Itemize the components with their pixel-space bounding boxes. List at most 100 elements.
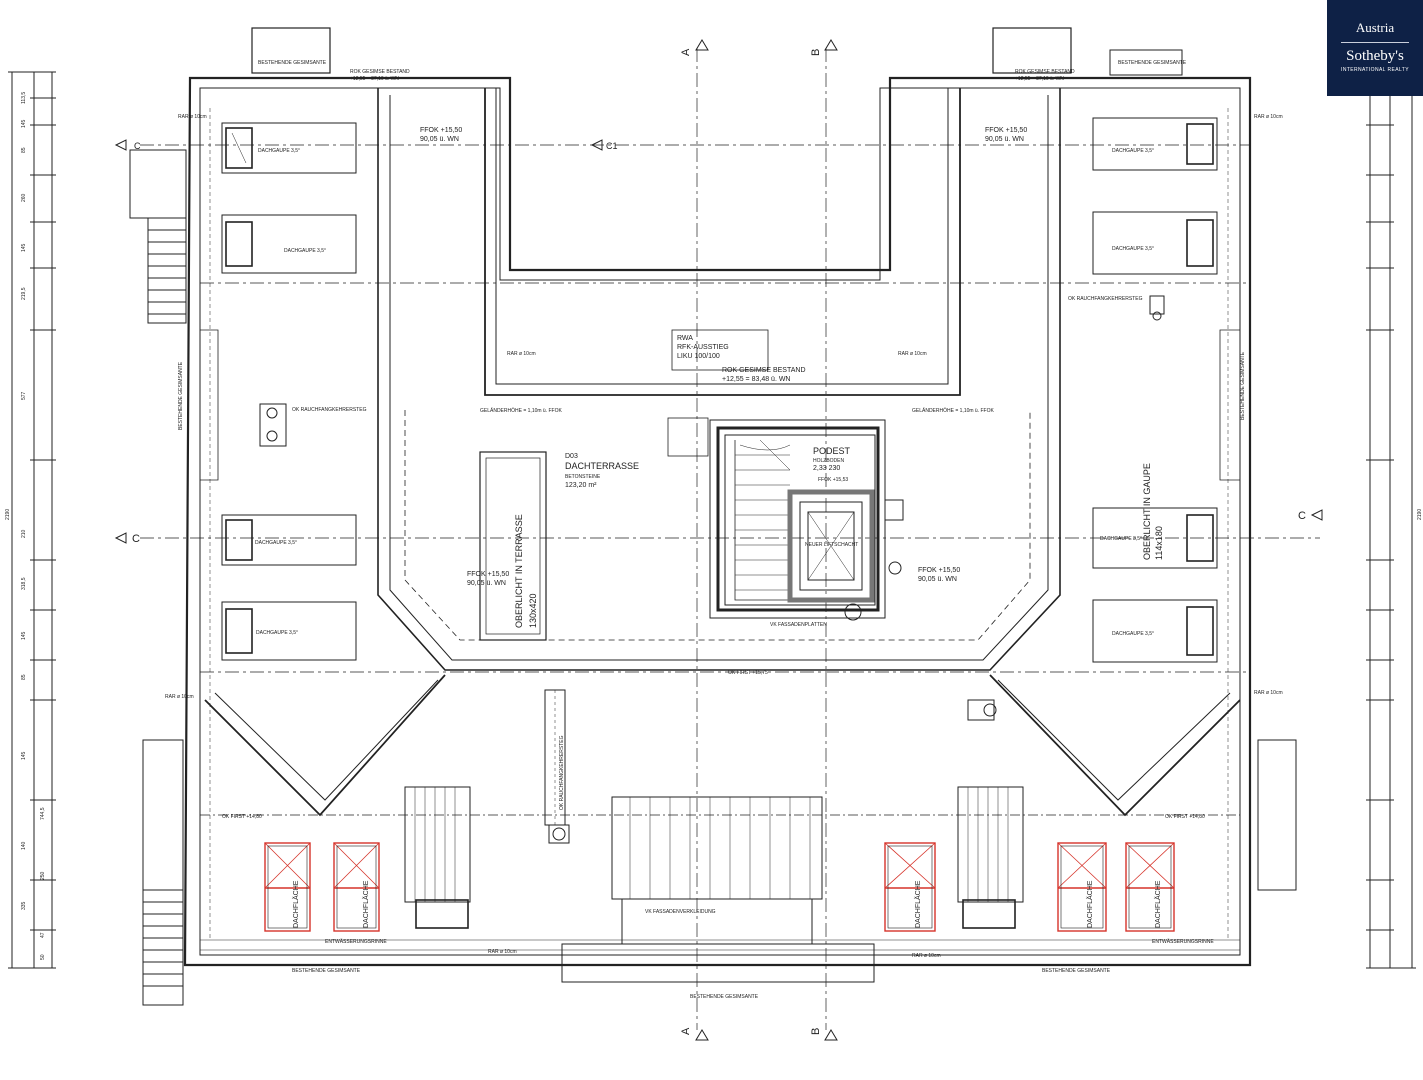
gelaender-right: GELÄNDERHÖHE = 1,10m ü. FFOK [912,407,994,414]
dormer-left-2 [221,214,357,274]
stair-core [709,419,886,619]
bestehende-bottom-left: BESTEHENDE GESIMSANTE [292,968,361,974]
dormer-right-1 [1092,117,1218,171]
total-height-right: 2190 [1417,509,1423,520]
podest-title: PODEST [813,446,851,456]
dormer-right-3 [1092,507,1218,569]
first-top: OK FIRST +15,75 [728,670,768,676]
svg-text:219,5: 219,5 [21,287,27,300]
ffok-left-wn: 90,05 ü. WN [420,136,459,143]
logo-rule [1341,42,1409,43]
rwa-line2: RFK-AUSSTIEG [677,344,729,351]
rok-court: ROK GESIMSE BESTAND [722,367,806,374]
rar-court-left: RAR ø 10cm [507,351,536,357]
terrace-skylight [479,451,547,641]
svg-text:145: 145 [21,119,27,128]
dormer-left-4 [221,601,357,661]
svg-text:85: 85 [21,147,27,153]
logo-realty: INTERNATIONAL REALTY [1341,67,1409,73]
lift-shaft [787,489,904,621]
brand-logo: Austria Sotheby's INTERNATIONAL REALTY [1327,0,1423,96]
svg-text:577: 577 [21,391,27,400]
total-height-left: 2190 [5,509,11,520]
lower-dormer-right [957,786,1024,929]
fassade-label: VK FASSADENPLATTEN [770,622,827,628]
podest-dims: 2,33 230 [813,465,840,472]
rar-mid-right: RAR ø 10cm [1254,690,1283,696]
ffok-core-wn: 90,05 ü. WN [918,576,957,583]
rwa-line1: RWA [677,335,693,342]
dachflaeche-2: DACHFLÄCHE [362,880,370,928]
rok-top-left: ROK GESIMSE BESTAND [350,69,410,75]
terrace-material: BETONSTEINE [565,474,601,480]
first-low-right: OK FIRST +14,80 [1165,814,1205,820]
rwa-box [671,329,769,371]
rauchfang-right: OK RAUCHFANGKEHRERSTEG [1068,296,1143,302]
left-dimension-chain [8,71,56,969]
svg-text:250: 250 [40,871,46,880]
first-low-left: OK FIRST +14,80 [222,814,262,820]
bestehende-right: BESTEHENDE GESIMSANTE [1240,351,1246,420]
svg-text:744,5: 744,5 [40,807,46,820]
right-dimension-chain [1366,71,1416,969]
rar-top-right: RAR ø 10cm [1254,114,1283,120]
svg-text:50: 50 [40,954,46,960]
svg-text:85: 85 [21,674,27,680]
section-a-top: A [680,48,692,56]
terrace-name: DACHTERRASSE [565,461,639,471]
rok-top-right-val: +12,55 = 87,10 ü. WN [1015,76,1064,82]
bestehende-left: BESTEHENDE GESIMSANTE [178,361,184,430]
dormer-label-l1: DACHGAUPE 3,5° [258,148,300,154]
dormer-label-l2: DACHGAUPE 3,5° [284,248,326,254]
ffok-terrace-wn: 90,05 ü. WN [467,580,506,587]
fassade-label-2: VK FASSADENVERKLEIDUNG [645,909,716,915]
lift-label: NEUER LIFTSCHACHT [805,542,858,548]
rok-top-right: ROK GESIMSE BESTAND [1015,69,1075,75]
bestehende-bottom: BESTEHENDE GESIMSANTE [690,994,759,1000]
dormer-label-l4: DACHGAUPE 3,5° [256,630,298,636]
terrace-railing [377,88,1061,671]
terrace-code: D03 [565,453,578,460]
section-b-bottom: B [810,1028,822,1035]
oberlicht-gaupe: OBERLICHT IN GAUPE [1142,463,1152,560]
ffok-right: FFOK +15,50 [985,127,1027,134]
top-left-chimney [251,27,331,74]
dormer-label-r3: DACHGAUPE 3,5° [1100,536,1142,542]
bestehende-top-left: BESTEHENDE GESIMSANTE [258,60,327,66]
rar-bottom-right: RAR ø 10cm [912,953,941,959]
rok-court-val: +12,55 = 83,48 ü. WN [722,376,791,383]
dormer-left-3 [221,514,357,566]
rwa-line3: LIKU 100/100 [677,353,720,360]
svg-text:260: 260 [21,193,27,202]
bestehende-top-right: BESTEHENDE GESIMSANTE [1118,60,1187,66]
svg-text:145: 145 [21,243,27,252]
top-right-chimney [992,27,1072,74]
svg-text:47: 47 [40,932,46,938]
ffok-terrace: FFOK +15,50 [467,571,509,578]
podest-floor: HOLZBODEN [813,458,845,464]
rar-mid-left: RAR ø 10cm [165,694,194,700]
entwaesserung-left: ENTWÄSSERUNGSRINNE [325,938,387,945]
section-c1: C1 [606,141,618,151]
building-outline [183,76,1252,967]
left-exterior-stair [129,149,187,324]
svg-text:140: 140 [21,841,27,850]
section-a-bottom: A [680,1027,692,1035]
svg-text:210: 210 [21,529,27,538]
skylight-label: OBERLICHT IN TERRASSE [514,514,524,628]
rar-top-left: RAR ø 10cm [178,114,207,120]
courtyard-frame [484,88,961,396]
rar-court-right: RAR ø 10cm [898,351,927,357]
dormer-label-r4: DACHGAUPE 3,5° [1112,631,1154,637]
ffok-right-wn: 90,05 ü. WN [985,136,1024,143]
dachflaeche-3: DACHFLÄCHE [914,880,922,928]
skylight-size: 130x420 [528,593,538,628]
logo-austria: Austria [1355,20,1395,35]
logo-sothebys: Sotheby's [1346,48,1404,64]
svg-text:113,5: 113,5 [21,92,27,104]
bestehende-bottom-right: BESTEHENDE GESIMSANTE [1042,968,1111,974]
lower-roof-hips [200,674,1241,817]
roof-windows [264,842,1175,932]
dormer-label-r1: DACHGAUPE 3,5° [1112,148,1154,154]
